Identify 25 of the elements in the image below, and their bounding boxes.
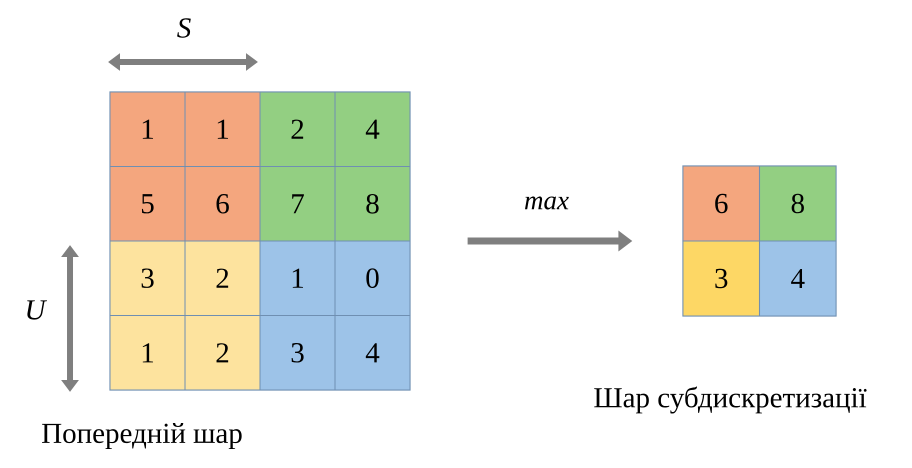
grid-cell: 3 [110, 240, 186, 316]
grid-cell: 3 [260, 315, 336, 391]
grid-cell: 1 [110, 315, 186, 391]
grid-cell: 8 [334, 166, 410, 242]
grid-cell: 6 [682, 166, 760, 242]
dimension-label: U [27, 300, 48, 320]
edge-label: max [524, 196, 569, 210]
grid-cell: 8 [759, 166, 837, 242]
grid-cell: 2 [260, 91, 336, 167]
grid-cell: 1 [184, 91, 260, 167]
grid-heading: Попередній шар [42, 422, 242, 449]
grid-cell: 1 [110, 91, 186, 167]
grid-cell: 5 [110, 166, 186, 242]
dimension-label: S [177, 18, 191, 38]
grid-cell: 4 [334, 91, 410, 167]
grid-cell: 4 [334, 315, 410, 391]
grid-cell: 3 [682, 240, 760, 316]
grid-cell: 4 [759, 240, 837, 316]
grid-cell: 6 [184, 166, 260, 242]
grid-heading: Шар субдискретизації [594, 386, 867, 414]
grid-cell: 1 [260, 240, 336, 316]
grid-cell: 2 [184, 240, 260, 316]
grid-cell: 7 [260, 166, 336, 242]
grid-cell: 2 [184, 315, 260, 391]
grid-cell: 0 [334, 240, 410, 316]
